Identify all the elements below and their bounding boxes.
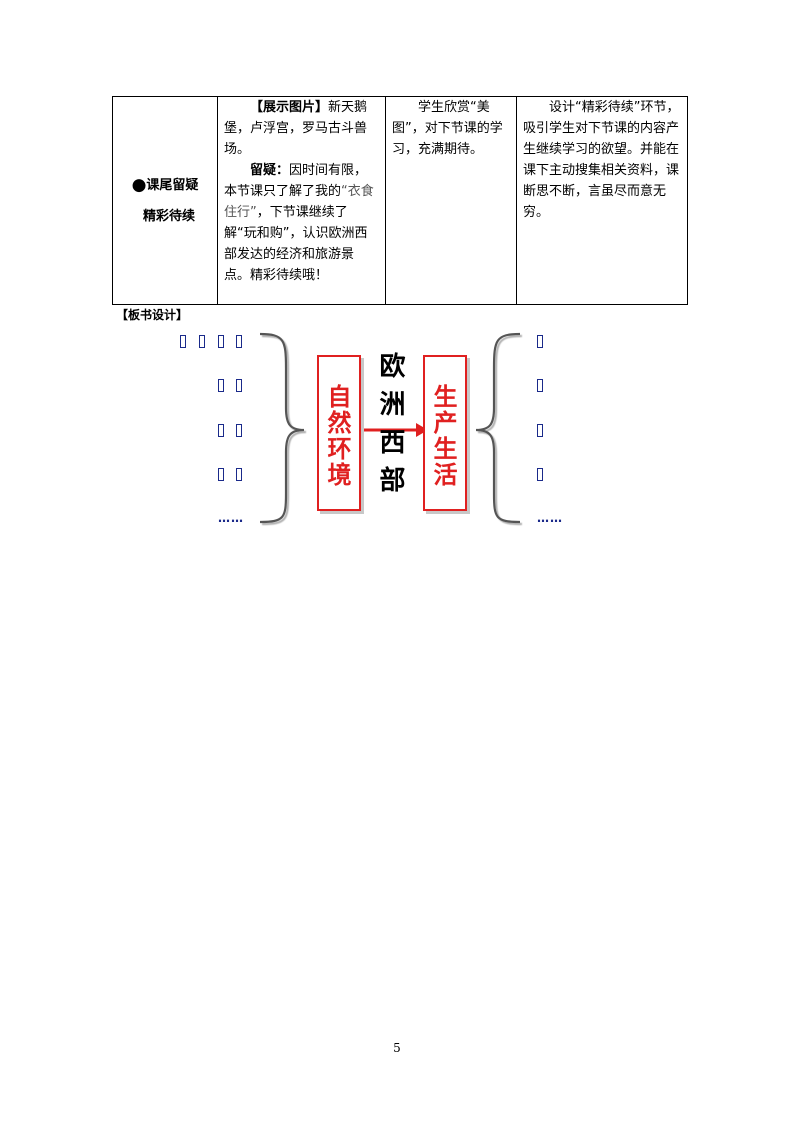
stage-subtitle: 精彩待续 [143,208,196,224]
design-intent-cell: 设计“精彩待续”环节，吸引学生对下节课的内容产生继续学习的欲望。并能在课下主动搜… [516,96,688,305]
student-activity-text: 学生欣赏“美图”，对下节课的学习，充满期待。 [392,100,503,157]
table-row: ●课尾留疑 精彩待续 【展示图片】新天鹅堡，卢浮宫，罗马古斗兽场。 留疑：因时间… [112,96,688,305]
question-label: 留疑： [250,163,290,178]
brace-graphics [259,332,521,524]
design-intent-text: 设计“精彩待续”环节，吸引学生对下节课的内容产生继续学习的欲望。并能在课下主动搜… [523,100,680,220]
arrow-head-icon [416,423,428,437]
placeholder-box [537,468,543,481]
right-brace-icon [475,332,521,524]
placeholder-box [537,335,543,348]
natural-environment-box [317,355,361,511]
teacher-activity-cell: 【展示图片】新天鹅堡，卢浮宫，罗马古斗兽场。 留疑：因时间有限，本节课只了解了我… [217,96,386,305]
placeholder-box [236,335,242,348]
question-paragraph: 留疑：因时间有限，本节课只了解了我的“衣食住行”，下节课继续了解“玩和购”，认识… [224,163,374,283]
placeholder-box [537,379,543,392]
placeholder-box [218,379,224,392]
show-images-paragraph: 【展示图片】新天鹅堡，卢浮宫，罗马古斗兽场。 [224,100,368,157]
production-life-box [423,355,467,511]
lesson-table: ●课尾留疑 精彩待续 【展示图片】新天鹅堡，卢浮宫，罗马古斗兽场。 留疑：因时间… [112,96,688,305]
board-design-label: 【板书设计】 [116,308,189,322]
ellipsis-right: …… [537,511,563,525]
placeholder-box [236,424,242,437]
placeholder-box [199,335,205,348]
stage-cell: ●课尾留疑 精彩待续 [112,96,218,305]
page-number: 5 [393,1041,401,1055]
center-title: 欧洲西部 [375,352,405,504]
bullet-icon: ● [131,174,147,195]
question-quote: “衣食住行” [224,184,374,220]
placeholder-box [218,468,224,481]
production-life-text: 生产生活 [429,384,457,488]
placeholder-box [218,335,224,348]
stage-title: ●课尾留疑 [131,174,199,195]
placeholder-box [236,468,242,481]
natural-environment-text: 自然环境 [323,384,351,488]
placeholder-box [236,379,242,392]
placeholder-box [218,424,224,437]
ellipsis-left: …… [218,511,244,525]
show-images-tag: 【展示图片】 [250,100,329,115]
student-activity-cell: 学生欣赏“美图”，对下节课的学习，充满期待。 [385,96,517,305]
placeholder-box [180,335,186,348]
placeholder-box [537,424,543,437]
left-brace-icon [259,332,305,524]
